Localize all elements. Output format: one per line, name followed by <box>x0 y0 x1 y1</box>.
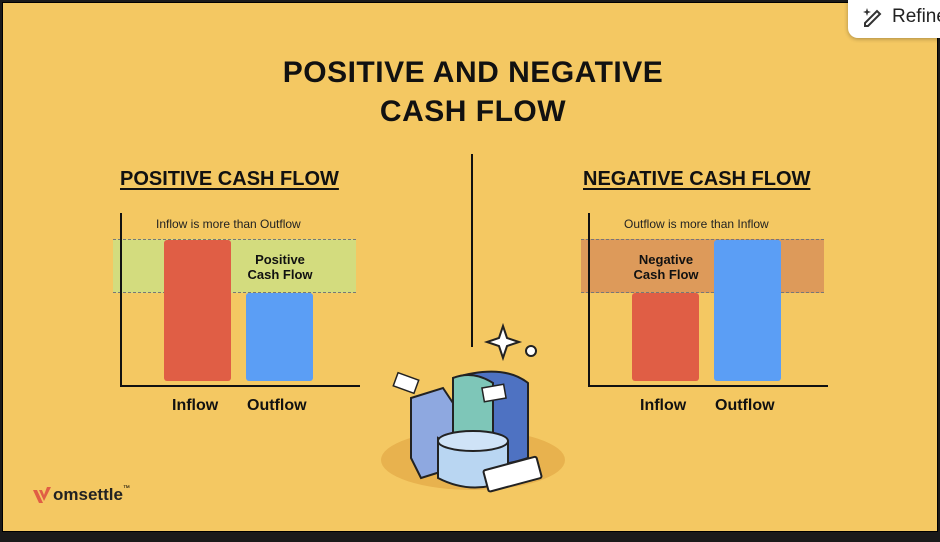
logo-trademark: ™ <box>122 485 130 492</box>
outflow-bar <box>246 293 313 381</box>
outflow-bar <box>714 240 781 381</box>
negative-note: Outflow is more than Inflow <box>624 217 769 231</box>
inflow-label: Inflow <box>172 397 219 414</box>
band-line-2: Cash Flow <box>633 267 699 282</box>
negative-heading: NEGATIVE CASH FLOW <box>583 168 811 190</box>
y-axis <box>588 213 590 387</box>
band-line-1: Negative <box>638 252 694 267</box>
inflow-bar <box>632 293 699 381</box>
inflow-label: Inflow <box>640 397 687 414</box>
positive-heading: POSITIVE CASH FLOW <box>120 168 339 190</box>
y-axis <box>120 213 122 387</box>
title-line-1: POSITIVE AND NEGATIVE <box>282 56 664 89</box>
x-axis <box>588 385 828 387</box>
x-axis <box>120 385 360 387</box>
outflow-label: Outflow <box>247 397 307 414</box>
refine-label: Refine <box>892 6 940 27</box>
refine-button[interactable]: Refine <box>848 0 940 38</box>
infographic: POSITIVE AND NEGATIVE CASH FLOW POSITIVE… <box>2 2 938 532</box>
title-line-2: CASH FLOW <box>379 95 567 128</box>
logo-text: omsettle <box>53 485 123 504</box>
logo: omsettle ™ <box>31 485 130 505</box>
band-line-1: Positive <box>255 252 305 267</box>
pie-chart-money-illustration <box>381 322 565 493</box>
logo-mark-icon <box>33 487 51 503</box>
divider <box>471 154 473 347</box>
inflow-bar <box>164 240 231 381</box>
magic-pencil-icon <box>863 8 882 27</box>
positive-note: Inflow is more than Outflow <box>156 217 301 231</box>
positive-cash-flow-band <box>113 239 356 293</box>
outflow-label: Outflow <box>715 397 775 414</box>
band-line-2: Cash Flow <box>247 267 313 282</box>
negative-cash-flow-band <box>581 239 824 293</box>
